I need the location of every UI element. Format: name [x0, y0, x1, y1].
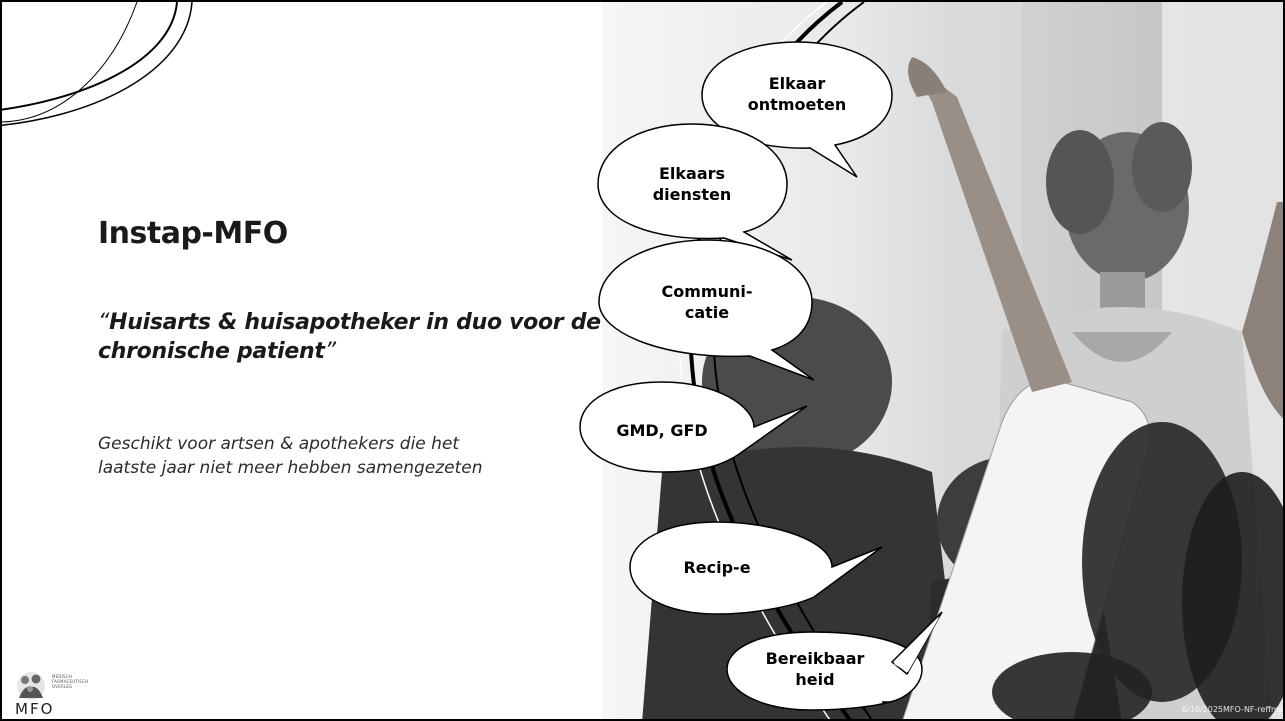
- bubble-3-shape: [598, 239, 815, 381]
- slide-title: Instap-MFO: [98, 216, 288, 251]
- bubble-elkaar-ontmoeten: Elkaar ontmoeten: [747, 74, 847, 114]
- logo-small-text: MEDISCH FARMACEUTISCH OVERLEG: [52, 674, 89, 689]
- bubble-1-shape: [701, 41, 893, 178]
- close-quote: ”: [324, 339, 336, 364]
- mfo-logo: MEDISCH FARMACEUTISCH OVERLEG MFO: [14, 670, 124, 718]
- family-icon: [17, 672, 45, 700]
- slide-description: Geschikt voor artsen & apothekers die he…: [98, 434, 483, 478]
- footer-date: 6/10/2025: [1182, 705, 1224, 714]
- bubble-5-shape: [629, 521, 883, 615]
- footer-id: MFO-NF-reffmen: [1223, 705, 1285, 714]
- bubble-elkaars-diensten: Elkaars diensten: [652, 164, 732, 204]
- subtitle-text: Huisarts & huisapotheker in duo voor de …: [98, 310, 601, 364]
- bubble-recip-e: Recip-e: [683, 558, 751, 577]
- bubble-4-shape: [579, 381, 808, 473]
- bubble-2-shape: [597, 123, 793, 261]
- bubble-communicatie: Communi- catie: [661, 282, 753, 322]
- bubble-bereikbaarheid: Bereikbaar heid: [765, 649, 865, 689]
- logo-letters: MFO: [15, 700, 55, 718]
- footer-info: 6/10/2025MFO-NF-reffmen: [1182, 705, 1285, 714]
- open-quote: “: [98, 310, 110, 335]
- background-photo: [602, 2, 1283, 719]
- slide-subtitle: “Huisarts & huisapotheker in duo voor de…: [98, 308, 618, 366]
- bubble-gmd-gfd: GMD, GFD: [616, 421, 708, 440]
